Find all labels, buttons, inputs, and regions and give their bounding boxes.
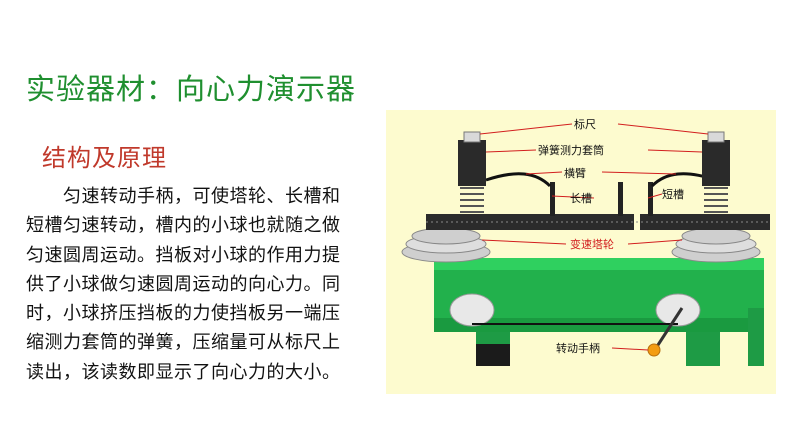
tower-wheel-right [671, 227, 761, 263]
lower-pulley-left [449, 293, 495, 327]
spring-sleeve-left [458, 131, 486, 213]
paragraph-line: 时，小球挤压挡板的力使挡板另一端压 [26, 303, 341, 325]
apparatus-drawing [401, 123, 770, 366]
short-slot [640, 214, 770, 230]
slide-title: 实验器材：向心力演示器 [26, 72, 357, 106]
arm-left [485, 172, 552, 188]
handle-crank [654, 307, 684, 349]
lower-pulley-right [655, 293, 701, 327]
spring-sleeve-right [702, 131, 730, 213]
paragraph-line: 供了小球做匀速圆周运动的向心力。同 [26, 273, 341, 295]
baffle [618, 182, 623, 216]
tower-wheel-left [401, 227, 491, 263]
label-long-slot: 长槽 [570, 192, 592, 205]
paragraph-line: 读出，该读数即显示了向心力的大小。 [26, 361, 341, 383]
baffle [550, 182, 555, 216]
label-spring-sleeve: 弹簧测力套筒 [538, 144, 604, 157]
section-title: 结构及原理 [42, 144, 167, 172]
handle-knob [647, 343, 661, 357]
paragraph: 匀速转动手柄，可使塔轮、长槽和 短槽匀速转动，槽内的小球也就随之做 匀速圆周运动… [26, 182, 378, 387]
foot-left [476, 344, 510, 366]
label-leader-lines [479, 123, 709, 351]
label-handle: 转动手柄 [556, 342, 600, 355]
label-ruler: 标尺 [574, 118, 596, 131]
paragraph-line: 匀速圆周运动。挡板对小球的作用力提 [26, 244, 341, 266]
base-leg-right [686, 332, 720, 366]
label-tower-wheel: 变速塔轮 [570, 238, 614, 251]
paragraph-line: 匀速转动手柄，可使塔轮、长槽和 [26, 186, 341, 207]
label-arm: 横臂 [564, 167, 586, 180]
label-short-slot: 短槽 [662, 188, 684, 201]
baffle [648, 182, 653, 216]
foot-right [748, 308, 764, 366]
paragraph-line: 缩测力套筒的弹簧，压缩量可从标尺上 [26, 332, 341, 354]
centripetal-force-apparatus-figure: 标尺 弹簧测力套筒 横臂 长槽 短槽 变速塔轮 转动手柄 [386, 110, 776, 394]
long-slot [426, 214, 634, 230]
paragraph-line: 短槽匀速转动，槽内的小球也就随之做 [26, 215, 341, 237]
